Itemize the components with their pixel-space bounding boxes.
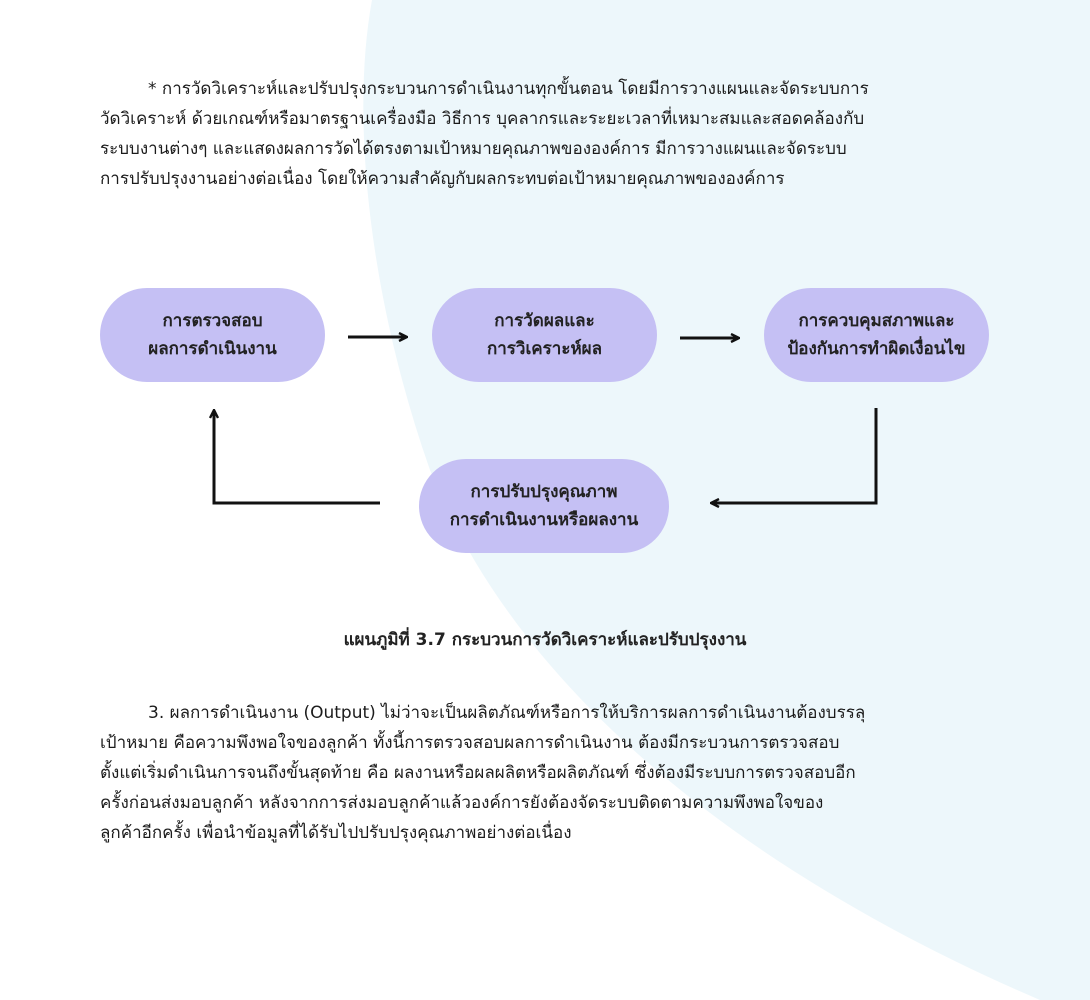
figure-caption: แผนภูมิที่ 3.7 กระบวนการวัดวิเคราะห์และป…: [343, 630, 747, 650]
paragraph-output: 3. ผลการดำเนินงาน (Output) ไม่ว่าจะเป็นผ…: [100, 703, 866, 843]
node-control-prevent: การควบคุมสภาพและ ป้องกันการทำผิดเงื่อนไข: [764, 288, 989, 382]
node-measure-analyze: การวัดผลและ การวิเคราะห์ผล: [432, 288, 657, 382]
paragraph-quality-measurement: * การวัดวิเคราะห์และปรับปรุงกระบวนการดำเ…: [100, 79, 869, 189]
node-inspect-performance: การตรวจสอบ ผลการดำเนินงาน: [100, 288, 325, 382]
node-improve-quality: การปรับปรุงคุณภาพ การดำเนินงานหรือผลงาน: [419, 459, 669, 553]
